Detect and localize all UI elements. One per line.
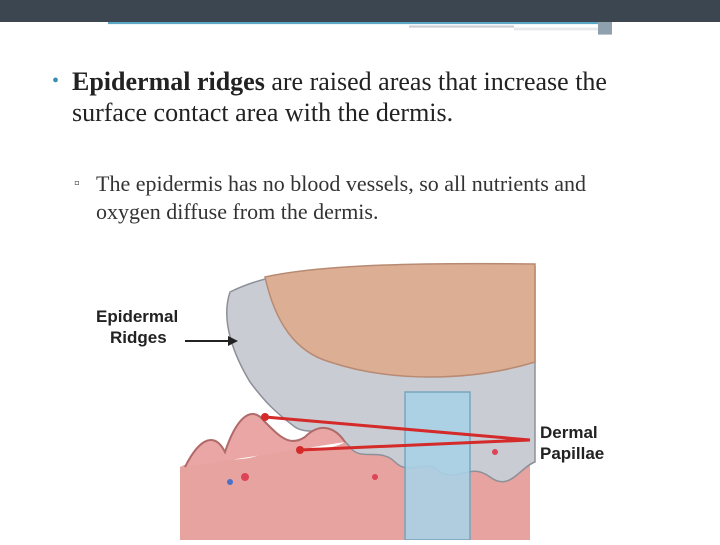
sub-bullet-blood-vessels: ▫ The epidermis has no blood vessels, so… xyxy=(74,170,654,226)
skin-diagram: Epidermal Ridges Dermal Papillae xyxy=(90,262,650,541)
sub-bullet-marker: ▫ xyxy=(74,175,80,192)
label-dermal-papillae: Dermal Papillae xyxy=(540,422,604,464)
pointer-red-dot-1 xyxy=(261,413,269,421)
bullet-body: are raised areas that increase the surfa… xyxy=(72,67,607,127)
bullet-marker: • xyxy=(52,70,60,92)
pointer-red-2 xyxy=(299,438,531,452)
vessel-1 xyxy=(241,473,249,481)
label-dermal-line1: Dermal xyxy=(540,423,598,442)
label-epidermal-ridges: Epidermal Ridges xyxy=(96,306,178,348)
pointer-red-1 xyxy=(264,415,531,442)
skin-illustration xyxy=(180,262,536,541)
header-accent-lines xyxy=(108,22,612,35)
bullet-epidermal-ridges: • Epidermal ridges are raised areas that… xyxy=(52,66,632,128)
vessel-4 xyxy=(372,474,378,480)
label-epidermal-line1: Epidermal xyxy=(96,307,179,326)
pointer-red-dot-2 xyxy=(296,446,304,454)
label-dermal-line2: Papillae xyxy=(540,444,605,463)
sub-bullet-text: The epidermis has no blood vessels, so a… xyxy=(96,171,587,224)
surface-layer xyxy=(264,262,536,378)
header-band xyxy=(0,0,720,22)
bullet-bold-term: Epidermal ridges xyxy=(72,67,265,96)
label-epidermal-line2: Ridges xyxy=(110,328,167,347)
bullet-text: Epidermal ridges are raised areas that i… xyxy=(72,66,632,128)
vessel-3 xyxy=(492,449,498,455)
pointer-left-head xyxy=(228,336,238,346)
cut-section xyxy=(404,391,471,541)
vessel-2 xyxy=(227,479,233,485)
